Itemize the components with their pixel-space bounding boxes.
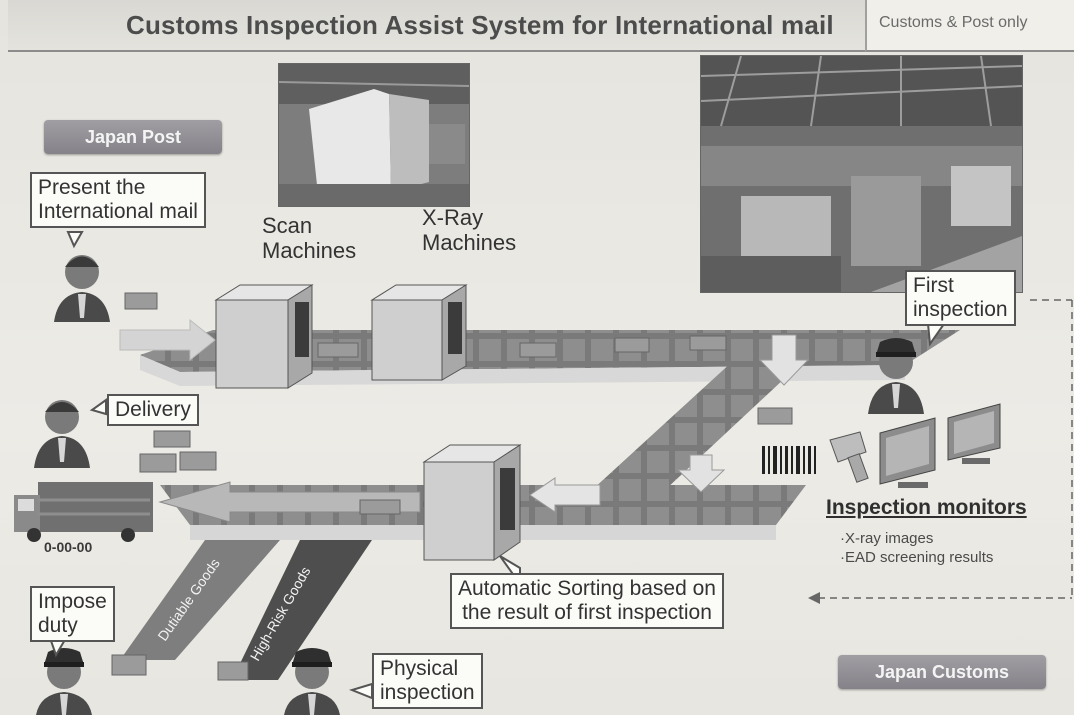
- present-mail-callout-line1: Present the: [38, 176, 146, 199]
- present-mail-callout: Present the International mail: [30, 172, 206, 228]
- entry-arrow: [119, 318, 216, 362]
- header-bar: Customs Inspection Assist System for Int…: [8, 0, 865, 52]
- delivery-callout: Delivery: [107, 394, 199, 426]
- scan-machines-label-line1: Scan: [262, 213, 313, 238]
- scan-machines-label: Scan Machines: [262, 213, 356, 263]
- monitor-item-xray: ·X-ray images: [840, 530, 934, 547]
- monitor-icon: [879, 417, 936, 488]
- parcels: [111, 292, 793, 681]
- inspection-monitors-title: Inspection monitors: [826, 496, 1027, 519]
- down-arrow: [758, 334, 810, 386]
- upper-conveyor-edge: [140, 355, 905, 386]
- postal-worker-icon: [54, 255, 110, 322]
- first-inspection-callout-line1: First: [913, 274, 954, 297]
- physical-inspection-callout: Physical inspection: [372, 653, 483, 709]
- data-link-arrowhead: [808, 592, 820, 604]
- diagonal-conveyor: [592, 350, 815, 490]
- first-inspection-callout: First inspection: [905, 270, 1016, 326]
- dutiable-lane: [120, 540, 280, 660]
- impose-duty-callout-line1: Impose: [38, 590, 107, 613]
- audience-tag-label: Customs & Post only: [879, 14, 1028, 31]
- delivery-callout-label: Delivery: [115, 398, 191, 421]
- customs-officer-icon: [868, 338, 924, 414]
- first-inspection-callout-line2: inspection: [913, 298, 1008, 321]
- japan-post-label: Japan Post: [44, 120, 222, 154]
- present-mail-callout-line2: International mail: [38, 200, 198, 223]
- sorting-facility-photo-image: [701, 56, 1022, 292]
- impose-duty-callout-line2: duty: [38, 614, 78, 637]
- automatic-sorting-callout-line1: Automatic Sorting based on: [458, 577, 716, 600]
- data-link-lines: [818, 299, 1073, 599]
- truck-plate: 0-00-00: [44, 539, 92, 555]
- physical-inspection-callout-line1: Physical: [380, 657, 459, 680]
- automatic-sorting-callout-line2: the result of first inspection: [462, 601, 712, 624]
- page-title: Customs Inspection Assist System for Int…: [126, 10, 834, 40]
- physical-inspection-callout-line2: inspection: [380, 681, 475, 704]
- monitor-icon: [947, 403, 1001, 464]
- audience-tag: Customs & Post only: [865, 0, 1074, 52]
- exit-arrow: [158, 481, 421, 523]
- barcode-scanner-icon: [829, 431, 869, 483]
- automatic-sorting-callout: Automatic Sorting based on the result of…: [450, 573, 724, 629]
- truck-icon: [14, 482, 153, 542]
- customs-officer-icon: [284, 648, 340, 715]
- high-risk-lane: [232, 540, 372, 680]
- scan-machine: [214, 284, 314, 389]
- scan-machine-photo: [278, 63, 470, 207]
- xray-machines-label-line1: X-Ray: [422, 205, 484, 230]
- left-arrow: [529, 477, 601, 513]
- japan-customs-label: Japan Customs: [838, 655, 1046, 689]
- scan-machine-photo-image: [279, 64, 469, 206]
- scan-machines-label-line2: Machines: [262, 238, 357, 263]
- impose-duty-callout: Impose duty: [30, 586, 115, 642]
- barcode-icon: [762, 446, 816, 474]
- xray-machines-label-line2: Machines: [422, 230, 517, 255]
- xray-machines-label: X-Ray Machines: [422, 205, 516, 255]
- postal-worker-icon: [34, 400, 90, 468]
- down-arrow: [676, 454, 726, 493]
- sorting-machine: [422, 444, 522, 561]
- monitor-item-ead: ·EAD screening results: [840, 549, 994, 566]
- sorting-facility-photo: [700, 55, 1023, 293]
- xray-machine: [370, 284, 468, 381]
- customs-officer-icon: [36, 648, 92, 715]
